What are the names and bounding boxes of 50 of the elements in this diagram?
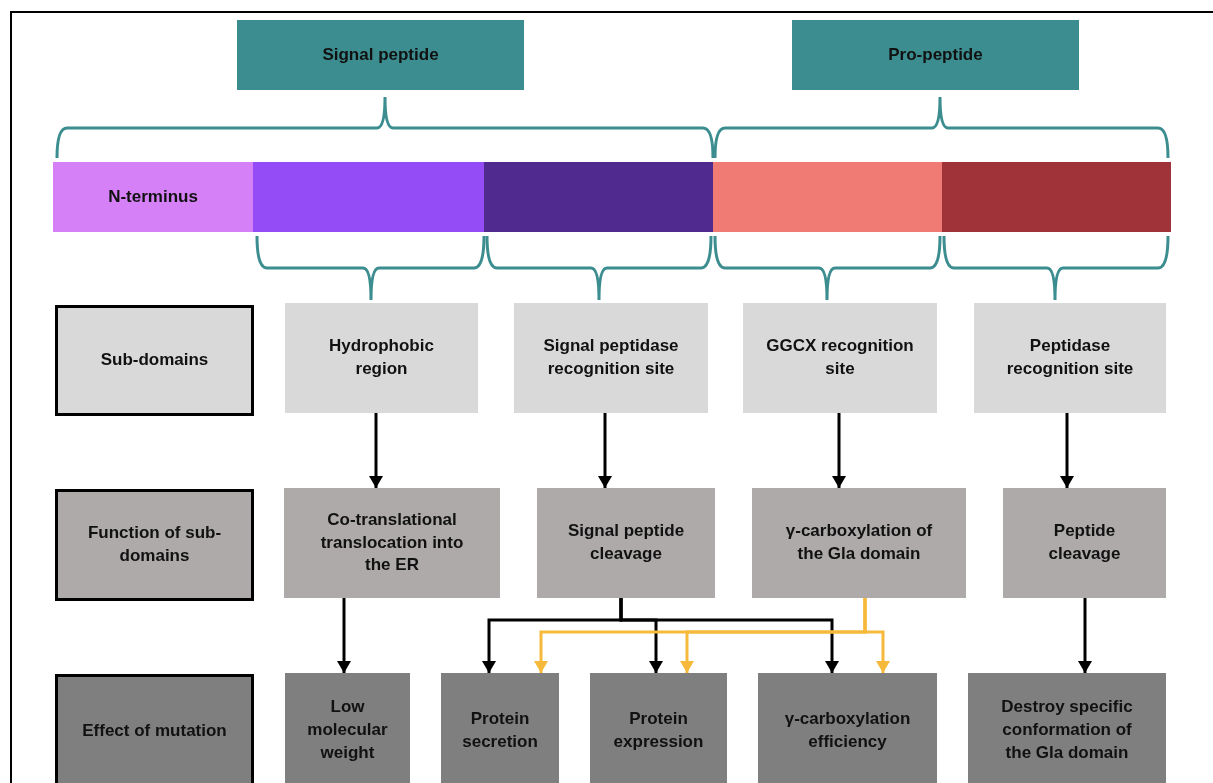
process-box bbox=[974, 303, 1166, 413]
process-box bbox=[537, 488, 715, 598]
box-text: Co-translational translocation into the ER bbox=[319, 508, 465, 577]
box-text: Signal peptidase recognition site bbox=[542, 335, 680, 380]
box-text: Peptidase recognition site bbox=[1005, 335, 1135, 380]
box-text: Signal peptide cleavage bbox=[566, 520, 686, 565]
box-text: N-terminus bbox=[108, 185, 198, 208]
process-box bbox=[968, 673, 1166, 783]
box-text: Sub-domains bbox=[100, 349, 209, 372]
process-box bbox=[514, 303, 708, 413]
row-header bbox=[55, 489, 254, 601]
process-box bbox=[752, 488, 966, 598]
arrow bbox=[619, 598, 839, 673]
box-text: γ-carboxylation of the Gla domain bbox=[784, 520, 934, 565]
bar-segment bbox=[253, 162, 484, 232]
process-box bbox=[441, 673, 559, 783]
process-box bbox=[285, 673, 410, 783]
box-text: Low molecular weight bbox=[307, 696, 388, 764]
box-text: Hydrophobic region bbox=[328, 335, 435, 380]
process-box bbox=[1003, 488, 1166, 598]
box-text: Pro-peptide bbox=[888, 43, 983, 66]
bar-segment bbox=[713, 162, 942, 232]
row-header bbox=[55, 674, 254, 783]
process-box bbox=[758, 673, 937, 783]
header-box bbox=[237, 20, 524, 90]
arrow bbox=[369, 413, 383, 488]
box-text: Effect of mutation bbox=[82, 720, 227, 743]
bar-segment bbox=[942, 162, 1171, 232]
box-text: Peptide cleavage bbox=[1047, 520, 1122, 565]
box-text: Protein expression bbox=[612, 707, 705, 753]
process-box bbox=[743, 303, 937, 413]
process-box bbox=[590, 673, 727, 783]
box-text: Destroy specific conformation of the Gla domain bbox=[1000, 696, 1134, 764]
arrow bbox=[832, 413, 846, 488]
bar-segment bbox=[484, 162, 713, 232]
process-box bbox=[285, 303, 478, 413]
box-text: Function of sub-domains bbox=[86, 522, 223, 567]
bar-segment bbox=[53, 162, 253, 232]
header-box bbox=[792, 20, 1079, 90]
process-box bbox=[284, 488, 500, 598]
box-text: Signal peptide bbox=[322, 43, 439, 66]
arrow bbox=[598, 413, 612, 488]
box-text: GGCX recognition site bbox=[765, 335, 915, 380]
arrow bbox=[337, 598, 351, 673]
arrow bbox=[1078, 598, 1092, 673]
arrow bbox=[1060, 413, 1074, 488]
box-text: γ-carboxylation efficiency bbox=[783, 707, 912, 753]
arrow bbox=[863, 598, 890, 673]
box-text: Protein secretion bbox=[462, 707, 538, 753]
row-header bbox=[55, 305, 254, 416]
